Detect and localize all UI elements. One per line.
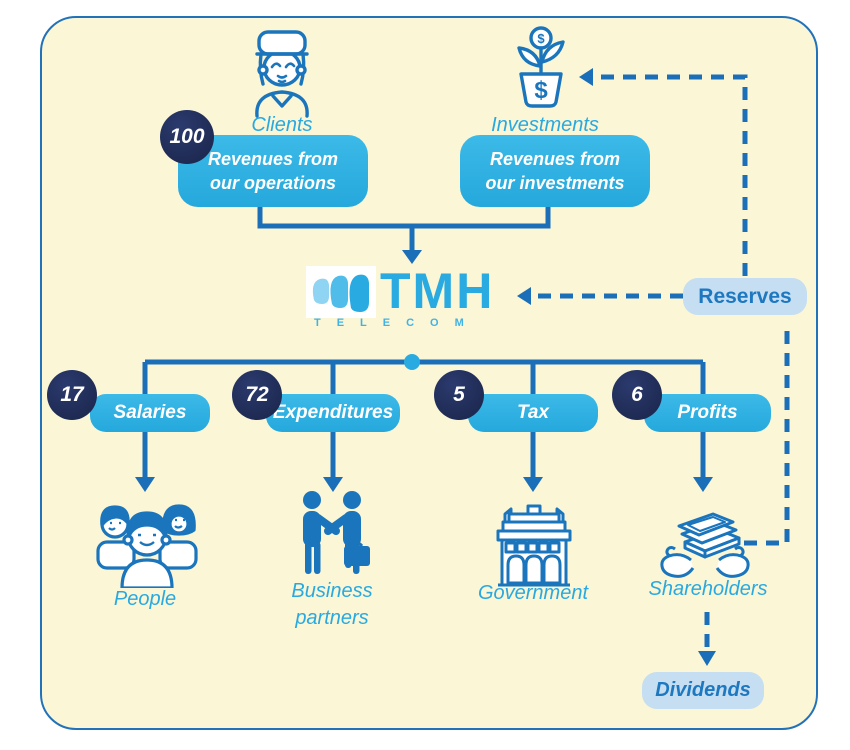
reserves-box: Reserves	[683, 278, 807, 315]
profits-box: Profits	[644, 394, 771, 432]
shareholders-label: Shareholders	[648, 578, 768, 600]
people-group-icon	[96, 504, 198, 588]
profits-badge: 6	[612, 370, 662, 420]
dividends-box: Dividends	[642, 672, 764, 709]
revenue-investments-box: Revenues from our investments	[460, 135, 650, 207]
revenue-operations-box: Revenues from our operations	[178, 135, 368, 207]
handshake-icon	[303, 491, 370, 574]
clients-label: Clients	[251, 114, 313, 136]
government-label: Government	[477, 582, 589, 604]
people-label: People	[113, 588, 177, 610]
expenditures-badge: 72	[232, 370, 282, 420]
government-building-icon	[496, 504, 572, 587]
expenditures-box: Expenditures	[266, 394, 400, 432]
salaries-badge: 17	[47, 370, 97, 420]
tax-box: Tax	[468, 394, 598, 432]
tax-badge: 5	[434, 370, 484, 420]
tmh-logo-text: TMH	[380, 263, 495, 319]
svg-text:$: $	[537, 31, 545, 46]
investments-label: Investments	[491, 114, 599, 136]
revenue-operations-badge: 100	[160, 110, 214, 164]
client-person-icon	[255, 30, 309, 118]
diagram-border-card	[40, 16, 818, 730]
money-plant-icon: $ $	[517, 26, 565, 108]
money-in-hands-icon	[660, 512, 750, 578]
svg-text:$: $	[534, 77, 548, 104]
tmh-logo-telecom-text: TELECOM	[314, 317, 480, 329]
tmh-logo-mark	[306, 266, 376, 318]
salaries-box: Salaries	[90, 394, 210, 432]
business-partners-label: Business partners	[291, 580, 373, 629]
